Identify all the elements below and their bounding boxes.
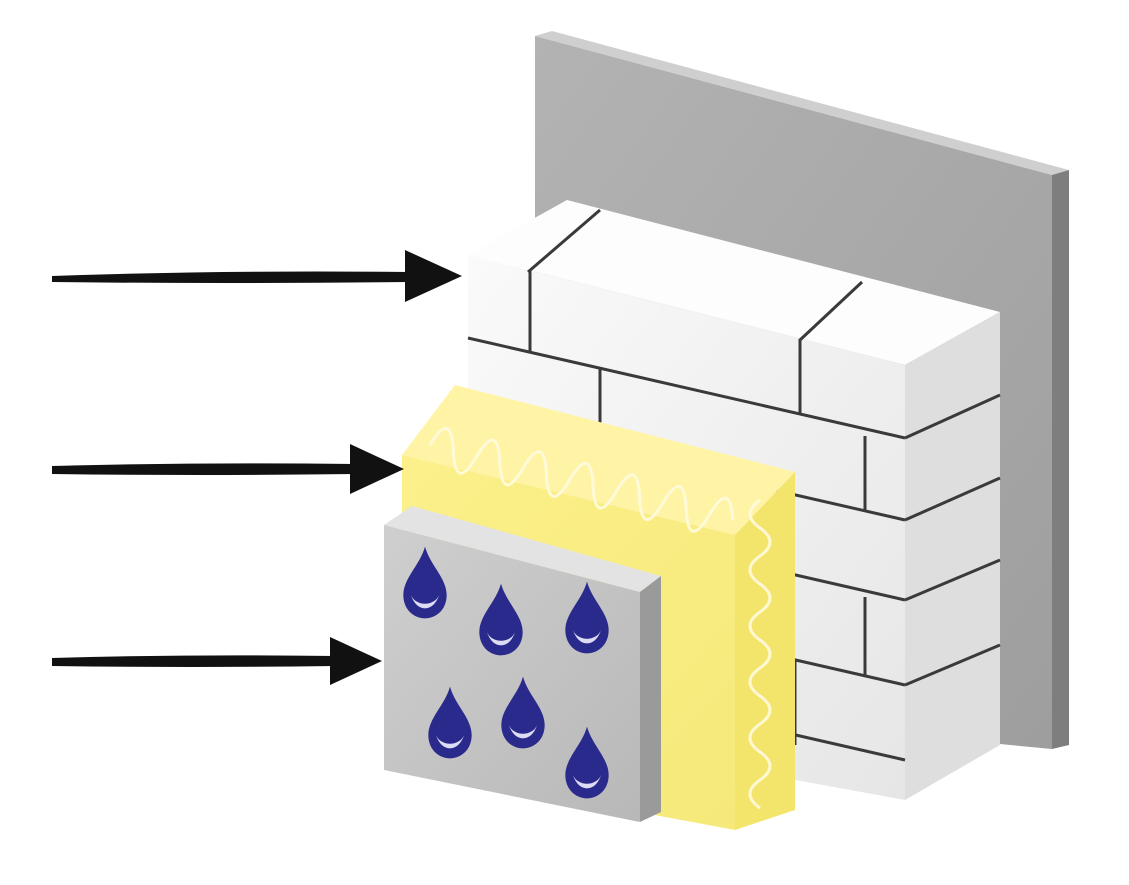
right-arrow-icon — [52, 637, 382, 685]
right-arrow-icon — [52, 444, 404, 494]
right-arrow-icon — [52, 250, 462, 302]
arrows — [52, 250, 462, 685]
